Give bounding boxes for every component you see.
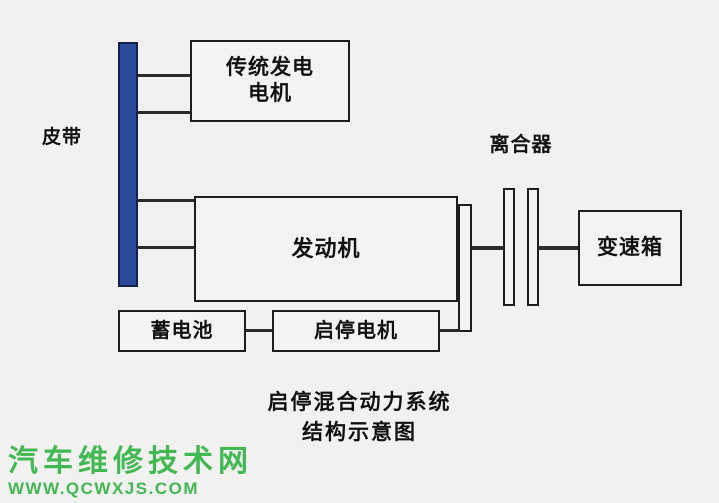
generator-box: 传统发电 电机 [190, 40, 350, 122]
starter-motor-box: 启停电机 [272, 310, 440, 352]
shaft-clutch-gearbox [539, 246, 579, 250]
generator-label-line2: 电机 [248, 82, 292, 105]
belt-label: 皮带 [41, 127, 82, 148]
starter-motor-label: 启停电机 [314, 319, 398, 342]
diagram-title-line2: 结构示意图 [302, 421, 417, 445]
wire-belt-engine-bottom [138, 246, 194, 249]
clutch-plate-right [527, 188, 539, 306]
engine-label: 发动机 [291, 236, 361, 262]
diagram-title-line1: 启停混合动力系统 [267, 391, 452, 414]
wire-belt-generator-bottom [138, 111, 190, 114]
wire-belt-generator-top [138, 74, 190, 77]
gearbox-label: 变速箱 [597, 235, 663, 259]
battery-label: 蓄电池 [150, 319, 214, 342]
engine-box: 发动机 [194, 196, 458, 302]
wire-starter-flange [440, 329, 460, 332]
wire-battery-starter [246, 329, 272, 332]
generator-label-line1: 传统发电 [226, 55, 314, 79]
battery-box: 蓄电池 [118, 310, 246, 352]
clutch-plate-left [503, 188, 515, 306]
watermark-url: WWW.QCWXJS.COM [8, 479, 199, 498]
watermark-brand: 汽车维修技术网 [8, 445, 253, 478]
clutch-label: 离合器 [489, 134, 553, 156]
shaft-engine-clutch [472, 246, 506, 250]
belt-shape [118, 42, 138, 287]
diagram-title: 启停混合动力系统 结构示意图 [0, 388, 719, 449]
wire-belt-engine-top [138, 199, 194, 202]
watermark: 汽车维修技术网 WWW.QCWXJS.COM [8, 445, 253, 499]
engine-output-flange [458, 204, 472, 332]
gearbox-box: 变速箱 [578, 210, 682, 286]
